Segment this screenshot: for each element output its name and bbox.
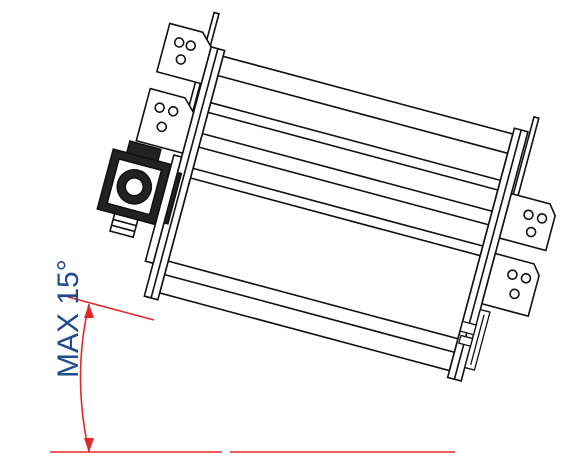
- motor-mount-plate: [144, 153, 183, 265]
- arrow-head-top: [84, 304, 94, 318]
- reference-line-tilted: [67, 296, 155, 321]
- right-takeup-detail: [458, 308, 491, 371]
- conveyor-assembly: [96, 11, 556, 382]
- angle-arc: [79, 303, 90, 453]
- arrow-head-bottom: [84, 438, 94, 452]
- angle-dimension: [50, 296, 455, 453]
- right-lower-bracket: [480, 252, 540, 318]
- max-angle-label: MAX 15°: [52, 259, 85, 378]
- left-upper-bracket: [155, 22, 212, 85]
- right-upper-bracket: [498, 192, 556, 252]
- left-lower-bracket: [135, 87, 195, 155]
- belt-bands: [164, 74, 508, 354]
